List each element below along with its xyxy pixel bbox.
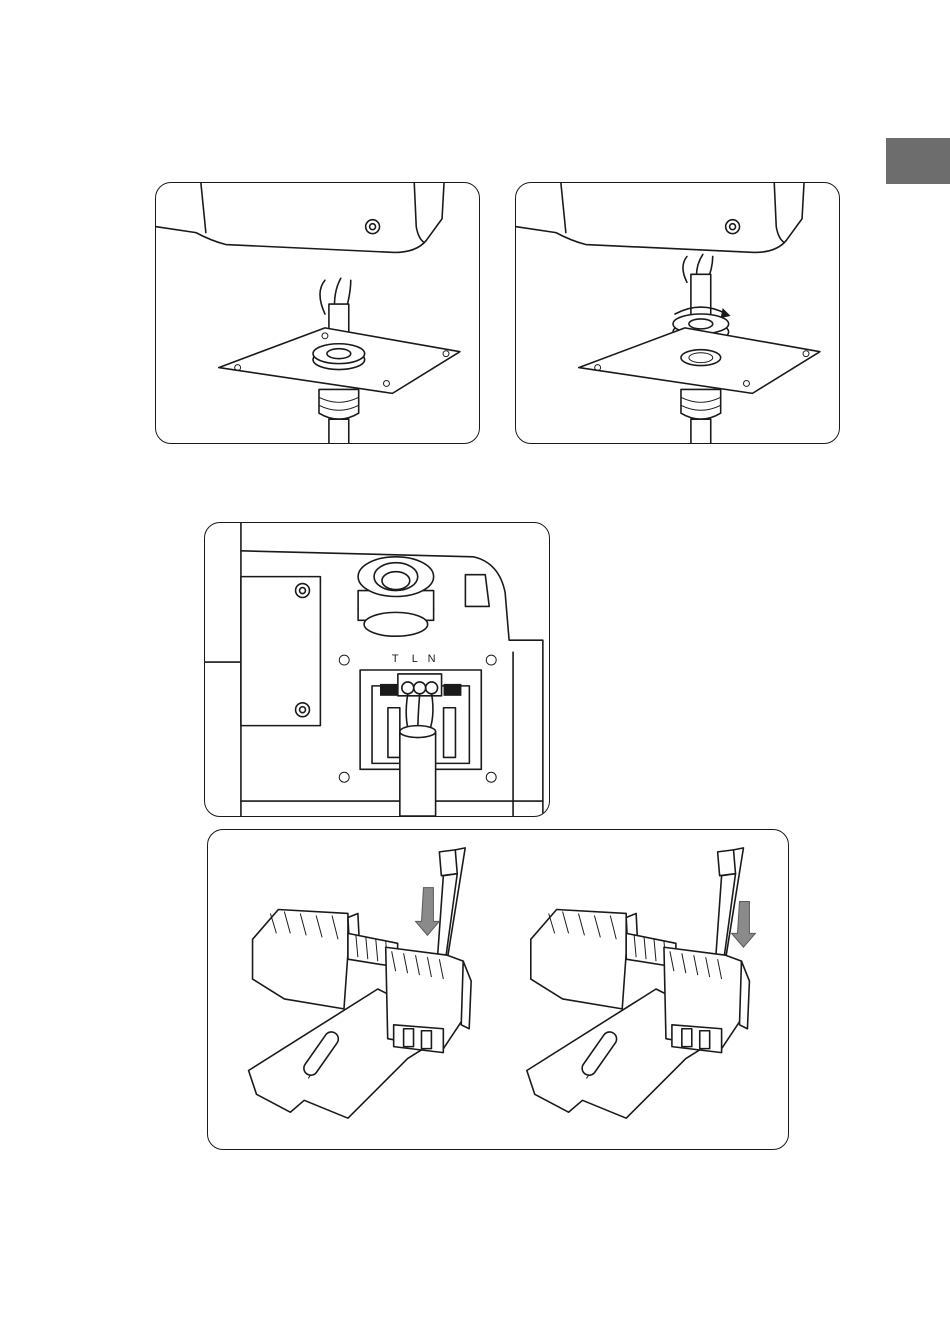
screwdriver-push-icon — [208, 830, 788, 1149]
terminal-label-l: L — [412, 653, 419, 665]
cable-gland-plate-icon — [156, 183, 479, 443]
page-section-tab — [886, 138, 950, 184]
illustration-din-rail — [207, 829, 789, 1150]
terminal-block-icon: T L N — [205, 523, 549, 816]
illustration-gland-nut — [515, 182, 840, 444]
illustration-terminal-block: T L N — [204, 522, 550, 817]
terminal-label-t: T — [392, 653, 399, 665]
terminal-label-n: N — [428, 653, 436, 665]
illustration-cable-plate — [155, 182, 480, 444]
gland-nut-rotate-icon — [516, 183, 839, 443]
